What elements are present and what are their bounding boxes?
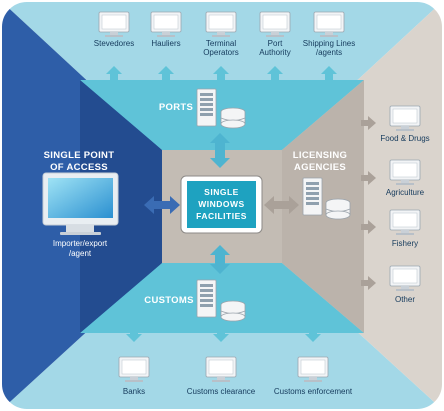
ports-title: PORTS (159, 102, 193, 113)
bottom-stakeholders: Banks Customs clearance Customs enforcemen… (118, 356, 353, 396)
agency-label: Fishery (392, 239, 418, 248)
top-item-monitor-icon (98, 11, 130, 37)
bottom-item-label: Banks (123, 387, 145, 396)
top-item-monitor-icon (150, 11, 182, 37)
top-item-label: Shipping Lines (303, 39, 355, 48)
access-caption-1: Importer/export (53, 239, 108, 248)
customs-band (80, 263, 364, 333)
center-title-2: WINDOWS (198, 199, 244, 209)
agency-monitor-icon (389, 265, 421, 291)
customs-title: CUSTOMS (144, 295, 193, 306)
agency-monitor-icon (389, 105, 421, 131)
licensing-server-icon (302, 177, 351, 220)
bottom-arrows (126, 328, 321, 342)
bottom-item-monitor-icon (118, 356, 150, 382)
access-caption-2: /agent (69, 249, 92, 258)
bottom-item-monitor-icon (297, 356, 329, 382)
agency-monitor-icon (389, 159, 421, 185)
top-item-label: Stevedores (94, 39, 134, 48)
right-arrows (361, 116, 376, 290)
agency-label: Agriculture (386, 188, 425, 197)
center-arrows (144, 133, 299, 274)
top-item-monitor-icon (259, 11, 291, 37)
top-item-label-line2: Operators (203, 48, 239, 57)
licensing-title-1: LICENSING (293, 150, 347, 161)
top-arrows (106, 66, 337, 80)
top-item-label-line2: /agents (316, 48, 342, 57)
agency-monitor-icon (389, 209, 421, 235)
agency-label: Other (395, 295, 415, 304)
arrow-center-licensing (264, 196, 299, 214)
ports-server-icon (196, 88, 246, 129)
access-band (80, 80, 162, 333)
top-item-label: Port (268, 39, 283, 48)
center-title-1: SINGLE (204, 187, 239, 197)
arrow-access-center (144, 196, 180, 214)
access-title-1: SINGLE POINT (44, 150, 115, 161)
customs-server-icon (196, 279, 246, 322)
access-title-2: OF ACCESS (50, 162, 108, 173)
arrow-center-customs (210, 245, 230, 274)
bottom-item-monitor-icon (205, 356, 237, 382)
center-title-3: FACILITIES (196, 211, 247, 221)
agency-label: Food & Drugs (380, 134, 429, 143)
top-item-monitor-icon (313, 11, 345, 37)
top-item-label: Terminal (206, 39, 236, 48)
arrow-ports-center (210, 133, 230, 168)
top-item-label-line2: Authority (259, 48, 291, 57)
top-item-monitor-icon (205, 11, 237, 37)
licensing-band (282, 80, 364, 333)
single-window-tablet: SINGLE WINDOWS FACILITIES (180, 175, 263, 234)
bottom-item-label: Customs clearance (187, 387, 256, 396)
imac-icon (42, 172, 119, 235)
top-item-label: Hauliers (151, 39, 180, 48)
bottom-item-label: Customs enforcement (274, 387, 353, 396)
licensing-title-2: AGENCIES (294, 162, 346, 173)
